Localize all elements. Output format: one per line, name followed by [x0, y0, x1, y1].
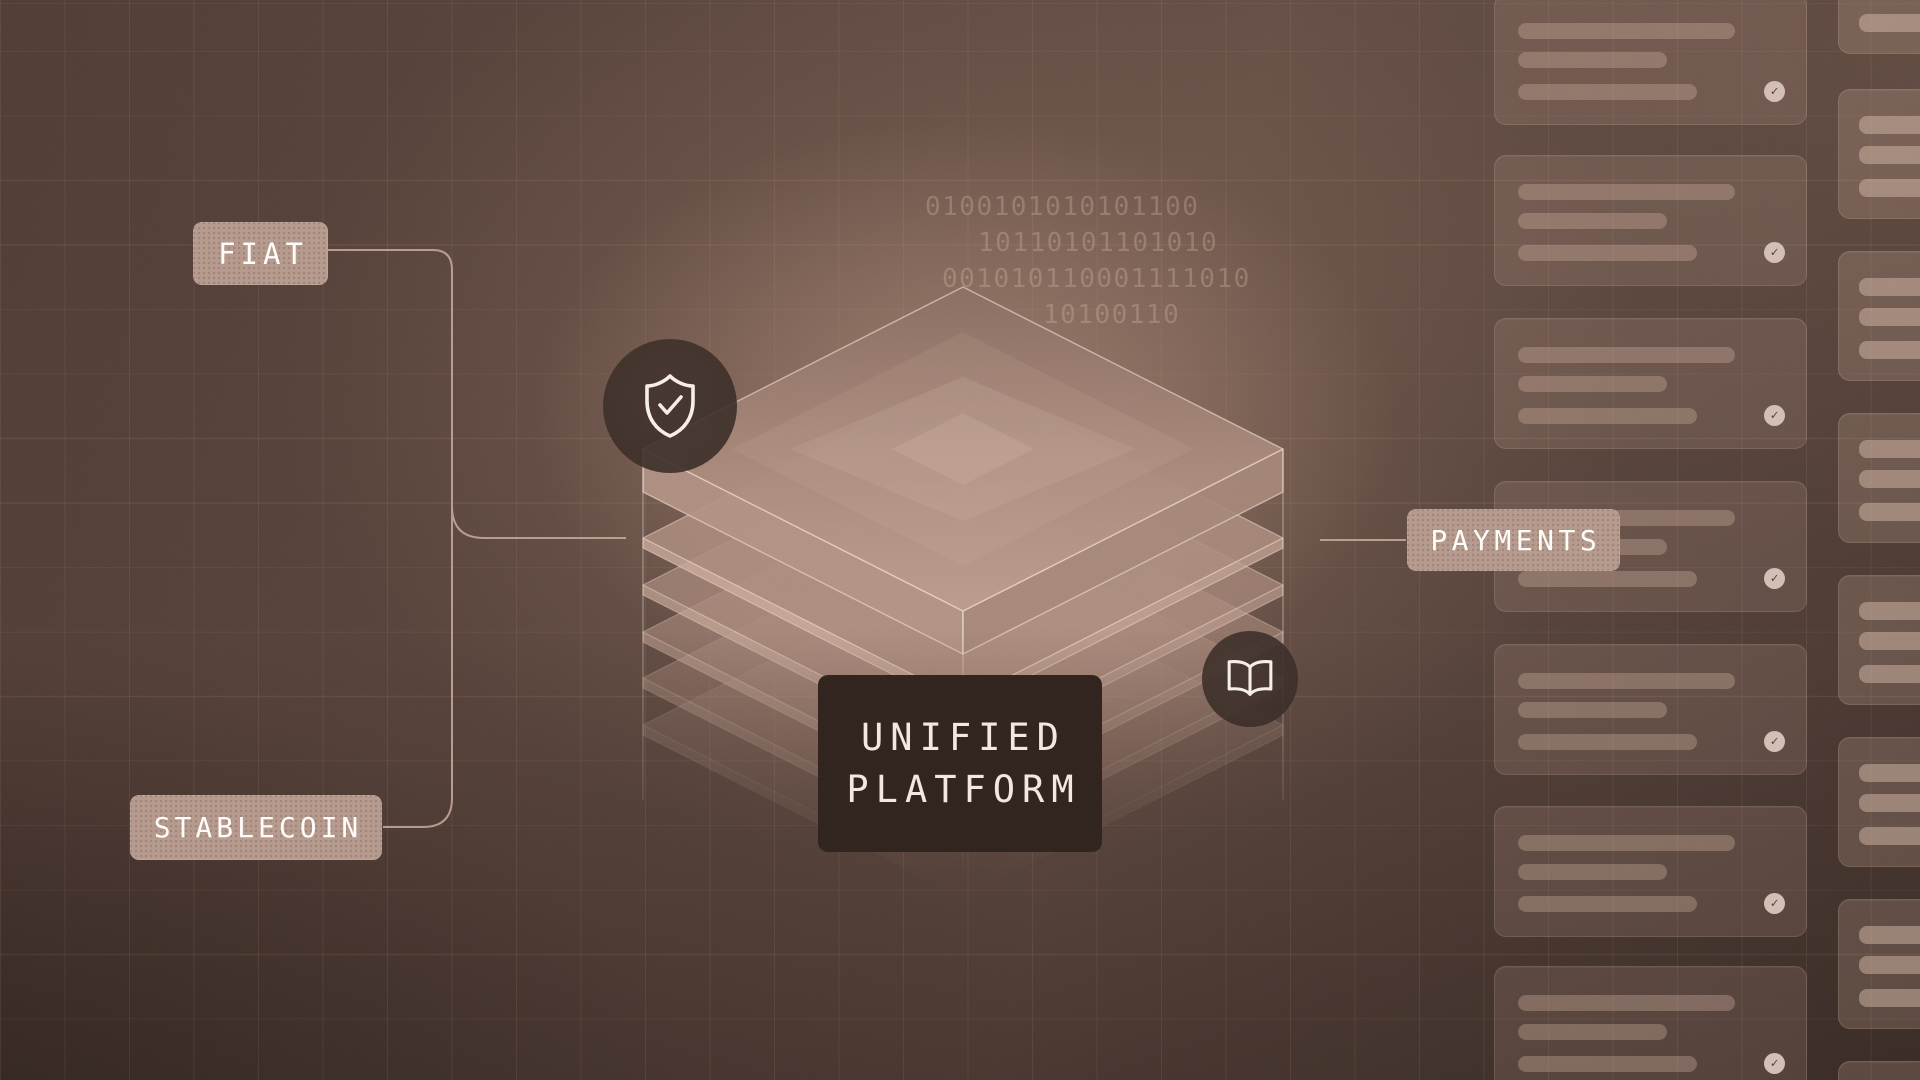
- text-placeholder-bar: [1859, 470, 1920, 488]
- text-placeholder-bar: [1859, 665, 1920, 683]
- check-icon: ✓: [1764, 893, 1785, 914]
- text-placeholder-bar: [1859, 440, 1920, 458]
- text-placeholder-bar: [1518, 673, 1735, 689]
- text-placeholder-bar: [1518, 52, 1667, 68]
- node-stablecoin-label: STABLECOIN: [153, 811, 363, 844]
- node-fiat: FIAT: [193, 222, 328, 285]
- placeholder-card: ✓: [1494, 318, 1807, 449]
- placeholder-card: ✓: [1494, 155, 1807, 286]
- placeholder-card: [1838, 0, 1920, 54]
- text-placeholder-bar: [1859, 14, 1920, 32]
- node-stablecoin: STABLECOIN: [130, 795, 382, 860]
- text-placeholder-bar: [1518, 408, 1697, 424]
- placeholder-card: ✓: [1494, 0, 1807, 125]
- text-placeholder-bar: [1859, 926, 1920, 944]
- text-placeholder-bar: [1859, 146, 1920, 164]
- placeholder-card: [1838, 737, 1920, 867]
- text-placeholder-bar: [1859, 794, 1920, 812]
- text-placeholder-bar: [1518, 571, 1697, 587]
- node-payments: PAYMENTS: [1407, 509, 1620, 571]
- text-placeholder-bar: [1518, 84, 1697, 100]
- unified-platform-line1: UNIFIED: [861, 715, 1066, 759]
- text-placeholder-bar: [1518, 1024, 1667, 1040]
- placeholder-card: [1838, 251, 1920, 381]
- check-icon: ✓: [1764, 242, 1785, 263]
- unified-platform-line2: PLATFORM: [846, 767, 1081, 811]
- text-placeholder-bar: [1859, 179, 1920, 197]
- placeholder-card: [1838, 413, 1920, 543]
- security-badge: [603, 339, 737, 473]
- text-placeholder-bar: [1518, 896, 1697, 912]
- text-placeholder-bar: [1518, 376, 1667, 392]
- text-placeholder-bar: [1518, 702, 1667, 718]
- text-placeholder-bar: [1859, 308, 1920, 326]
- text-placeholder-bar: [1859, 116, 1920, 134]
- shield-check-icon: [645, 374, 695, 438]
- text-placeholder-bar: [1518, 864, 1667, 880]
- text-placeholder-bar: [1859, 827, 1920, 845]
- text-placeholder-bar: [1859, 764, 1920, 782]
- check-icon: ✓: [1764, 81, 1785, 102]
- placeholder-card: [1838, 89, 1920, 219]
- text-placeholder-bar: [1859, 956, 1920, 974]
- text-placeholder-bar: [1518, 347, 1735, 363]
- placeholder-card: [1838, 575, 1920, 705]
- node-fiat-label: FIAT: [218, 236, 308, 271]
- text-placeholder-bar: [1518, 995, 1735, 1011]
- docs-badge: [1202, 631, 1298, 727]
- text-placeholder-bar: [1518, 734, 1697, 750]
- check-icon: ✓: [1764, 1053, 1785, 1074]
- placeholder-card: ✓: [1494, 644, 1807, 775]
- text-placeholder-bar: [1859, 632, 1920, 650]
- text-placeholder-bar: [1518, 184, 1735, 200]
- text-placeholder-bar: [1859, 341, 1920, 359]
- text-placeholder-bar: [1859, 278, 1920, 296]
- text-placeholder-bar: [1518, 23, 1735, 39]
- node-payments-label: PAYMENTS: [1430, 523, 1602, 557]
- text-placeholder-bar: [1859, 989, 1920, 1007]
- text-placeholder-bar: [1518, 213, 1667, 229]
- placeholder-card: ✓: [1494, 806, 1807, 937]
- check-icon: ✓: [1764, 731, 1785, 752]
- placeholder-card: [1838, 1061, 1920, 1080]
- placeholder-card: [1838, 899, 1920, 1029]
- check-icon: ✓: [1764, 568, 1785, 589]
- placeholder-card: ✓: [1494, 966, 1807, 1080]
- text-placeholder-bar: [1518, 245, 1697, 261]
- text-placeholder-bar: [1518, 1056, 1697, 1072]
- text-placeholder-bar: [1859, 602, 1920, 620]
- text-placeholder-bar: [1859, 503, 1920, 521]
- text-placeholder-bar: [1518, 835, 1735, 851]
- node-unified-platform: UNIFIED PLATFORM: [818, 675, 1102, 852]
- open-book-icon: [1227, 660, 1273, 696]
- check-icon: ✓: [1764, 405, 1785, 426]
